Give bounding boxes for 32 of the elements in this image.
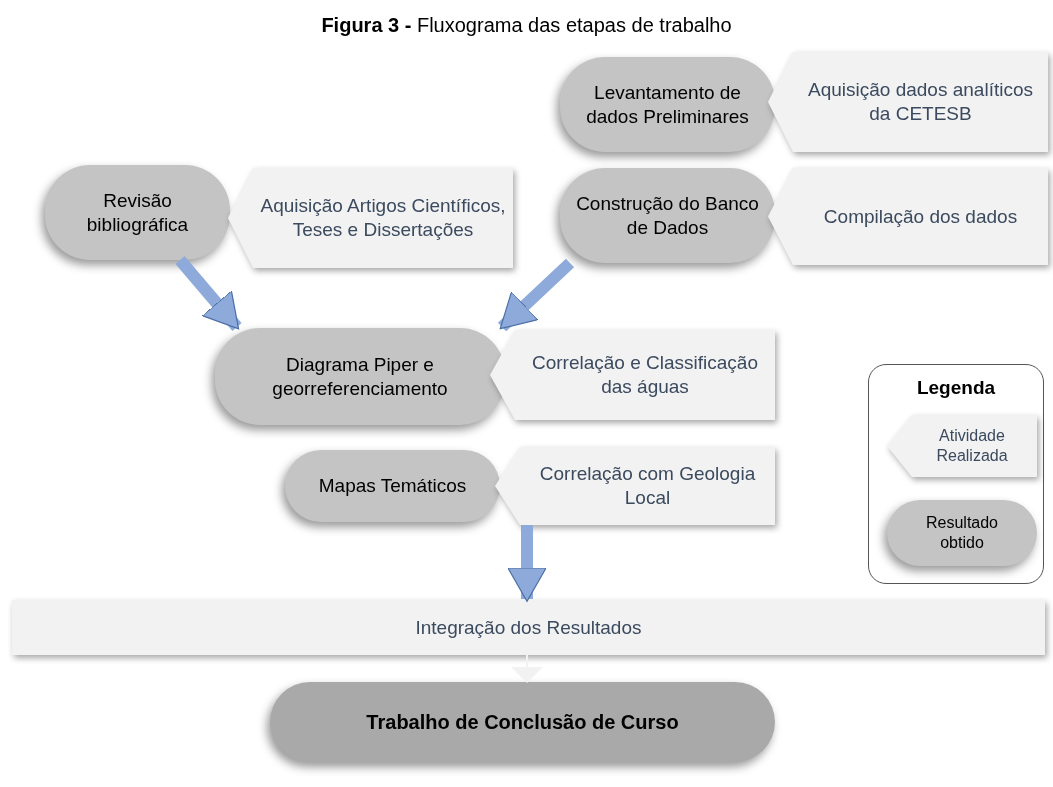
node-text: Integração dos Resultados [414,615,643,640]
result-pill [45,165,230,260]
result-pill [560,57,775,152]
arrow [507,525,547,602]
node-text: Compilação dos dados [822,204,1019,229]
activity-card [495,447,775,525]
node-text: Levantamento de dados Preliminares [585,80,750,129]
activity-card [768,52,1048,152]
arrow [497,258,575,332]
node-text: Mapas Temáticos [317,474,468,498]
activity-card [768,168,1048,265]
node-text: Revisão bibliográfica [85,188,190,237]
figure-title: Figura 3 - Fluxograma das etapas de trabalho [320,14,733,37]
node-text: Trabalho de Conclusão de Curso [365,709,680,735]
legend-title: Legenda [915,377,997,399]
result-pill [215,328,505,425]
arrow [175,256,242,331]
node-text: Aquisição Artigos Científicos, Teses e Dissertações [259,194,507,242]
legend-text: Resultado obtido [924,513,999,553]
node-text: Diagrama Piper e georreferenciamento [271,352,449,401]
final-result-pill [270,682,775,762]
result-pill [285,450,500,522]
integration-band [12,600,1045,655]
arrow [511,654,543,683]
node-text: Aquisição dados analíticos da CETESB [807,78,1034,126]
activity-card [490,330,775,420]
node-text: Construção do Banco de Dados [575,191,760,240]
node-text: Correlação com Geologia Local [538,462,757,510]
result-pill [560,168,775,263]
node-text: Correlação e Classificação das águas [531,351,759,399]
legend-text: Atividade Realizada [935,426,1009,466]
activity-card [228,168,513,268]
